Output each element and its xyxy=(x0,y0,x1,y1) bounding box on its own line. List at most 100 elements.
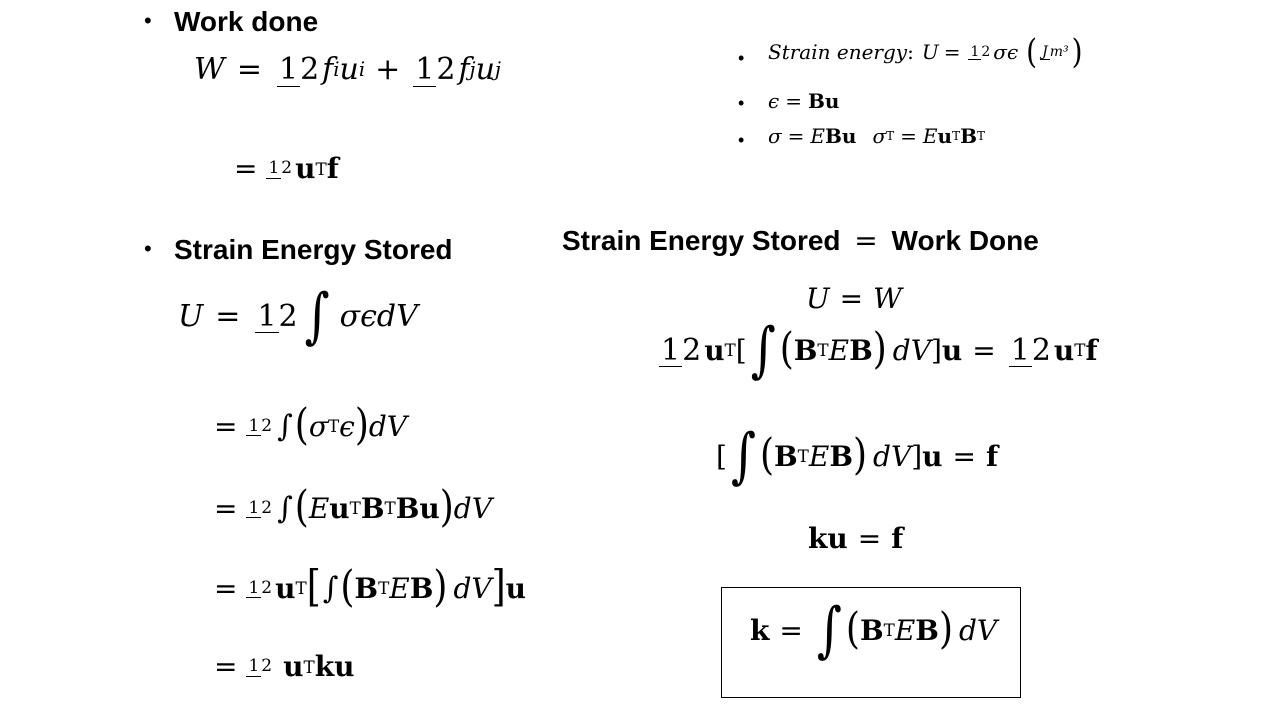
eq-symbol: f xyxy=(322,52,334,87)
eq-symbol: dV xyxy=(958,613,998,647)
eq-symbol: B xyxy=(960,124,977,148)
eq-symbol: Bu xyxy=(395,491,440,525)
eq-symbol: B xyxy=(793,333,818,367)
eq-symbol: f xyxy=(985,439,999,473)
strain-bullet: ϵ = Bu xyxy=(768,89,839,113)
eq-operator: = xyxy=(215,298,241,334)
eq-symbol: u xyxy=(295,152,316,185)
integral-sign: ∫ xyxy=(730,421,756,491)
eq-operator: = xyxy=(214,571,238,605)
bullet-marker: • xyxy=(738,130,745,150)
stiffness-equation: ku = f xyxy=(808,522,903,555)
eq-symbol: Bu xyxy=(807,89,840,113)
eq-symbol: B xyxy=(915,613,939,647)
bullet-marker: • xyxy=(144,8,152,33)
eq-symbol: u xyxy=(475,52,495,87)
eq-symbol: u xyxy=(329,491,350,525)
eq-operator: = xyxy=(839,282,864,315)
eq-symbol: dV xyxy=(453,491,492,525)
eq-symbol: E xyxy=(389,571,410,605)
eq-symbol: W xyxy=(873,282,902,315)
eq-symbol: E xyxy=(308,491,330,525)
eq-symbol: dV xyxy=(453,571,492,605)
eq-symbol: B xyxy=(774,439,798,473)
paren: ( xyxy=(294,482,309,532)
eq-symbol: u xyxy=(704,333,725,367)
paren: ) xyxy=(1071,31,1083,72)
paren: ( xyxy=(779,324,794,374)
eq-symbol: u xyxy=(505,571,527,605)
energy-balance-equation: U = W xyxy=(806,282,902,315)
eq-symbol: B xyxy=(849,333,873,367)
eq-operator: = xyxy=(952,439,976,473)
paren: ) xyxy=(872,324,887,374)
eq-symbol: u xyxy=(275,571,296,605)
eq-symbol: k xyxy=(750,613,770,647)
eq-symbol: E xyxy=(894,613,916,647)
bracket: ] xyxy=(911,439,923,473)
fraction: 12 xyxy=(659,332,702,368)
fraction: 12 xyxy=(276,52,320,87)
strain-energy-heading: Strain Energy Stored xyxy=(174,234,453,265)
integral-sign: ∫ xyxy=(277,408,293,444)
strain-equals-work-heading: Strain Energy Stored = Work Done xyxy=(562,224,1039,257)
eq-symbol: f xyxy=(326,152,339,185)
bullet-marker: • xyxy=(738,93,745,113)
eq-symbol: σ xyxy=(872,124,887,148)
integral-sign: ∫ xyxy=(304,281,330,351)
integral-sign: ∫ xyxy=(322,570,339,606)
integral-sign: ∫ xyxy=(277,490,293,526)
heading-left-text: Strain Energy Stored xyxy=(562,225,841,256)
eq-text: : xyxy=(907,40,914,64)
eq-symbol: B xyxy=(354,571,379,605)
eq-symbol: U xyxy=(921,40,939,64)
eq-symbol: u xyxy=(937,124,953,148)
eq-symbol: ϵ xyxy=(768,89,780,113)
eq-symbol: u xyxy=(941,333,963,367)
eq-operator: = xyxy=(900,124,917,148)
bracket: [ xyxy=(716,439,727,473)
eq-symbol: B xyxy=(859,613,884,647)
eq-symbol: U xyxy=(806,282,830,315)
eq-symbol: U xyxy=(178,298,204,334)
eq-operator: = xyxy=(214,491,238,525)
eq-symbol: Bu xyxy=(825,124,857,148)
fraction: 12 xyxy=(1008,332,1051,368)
paren: ( xyxy=(1026,31,1038,72)
eq-symbol: ku xyxy=(808,522,848,555)
bracket: ] xyxy=(491,562,506,612)
paren: ( xyxy=(759,430,774,480)
work-done-heading: Work done xyxy=(174,6,319,37)
paren: ) xyxy=(853,430,868,480)
bracket: [ xyxy=(735,333,747,367)
eq-symbol: σϵ xyxy=(993,40,1019,64)
stiffness-matrix-box xyxy=(721,587,1021,698)
eq-operator: = xyxy=(236,52,262,87)
eq-operator: = xyxy=(943,40,961,64)
eq-symbol: f xyxy=(1085,333,1098,367)
eq-operator: = xyxy=(785,89,802,113)
eq-symbol: ku xyxy=(314,650,355,683)
eq-symbol: ϵ xyxy=(339,409,355,443)
eq-text: Strain energy xyxy=(768,40,908,64)
eq-symbol: E xyxy=(828,333,850,367)
eq-operator: + xyxy=(375,52,401,87)
eq-symbol: dV xyxy=(368,409,408,443)
paren: ) xyxy=(439,482,454,532)
bracket: [ xyxy=(306,562,321,612)
eq-symbol: f xyxy=(458,52,470,87)
eq-symbol: dV xyxy=(873,439,912,473)
eq-symbol: u xyxy=(339,52,359,87)
eq-symbol: f xyxy=(891,522,904,555)
